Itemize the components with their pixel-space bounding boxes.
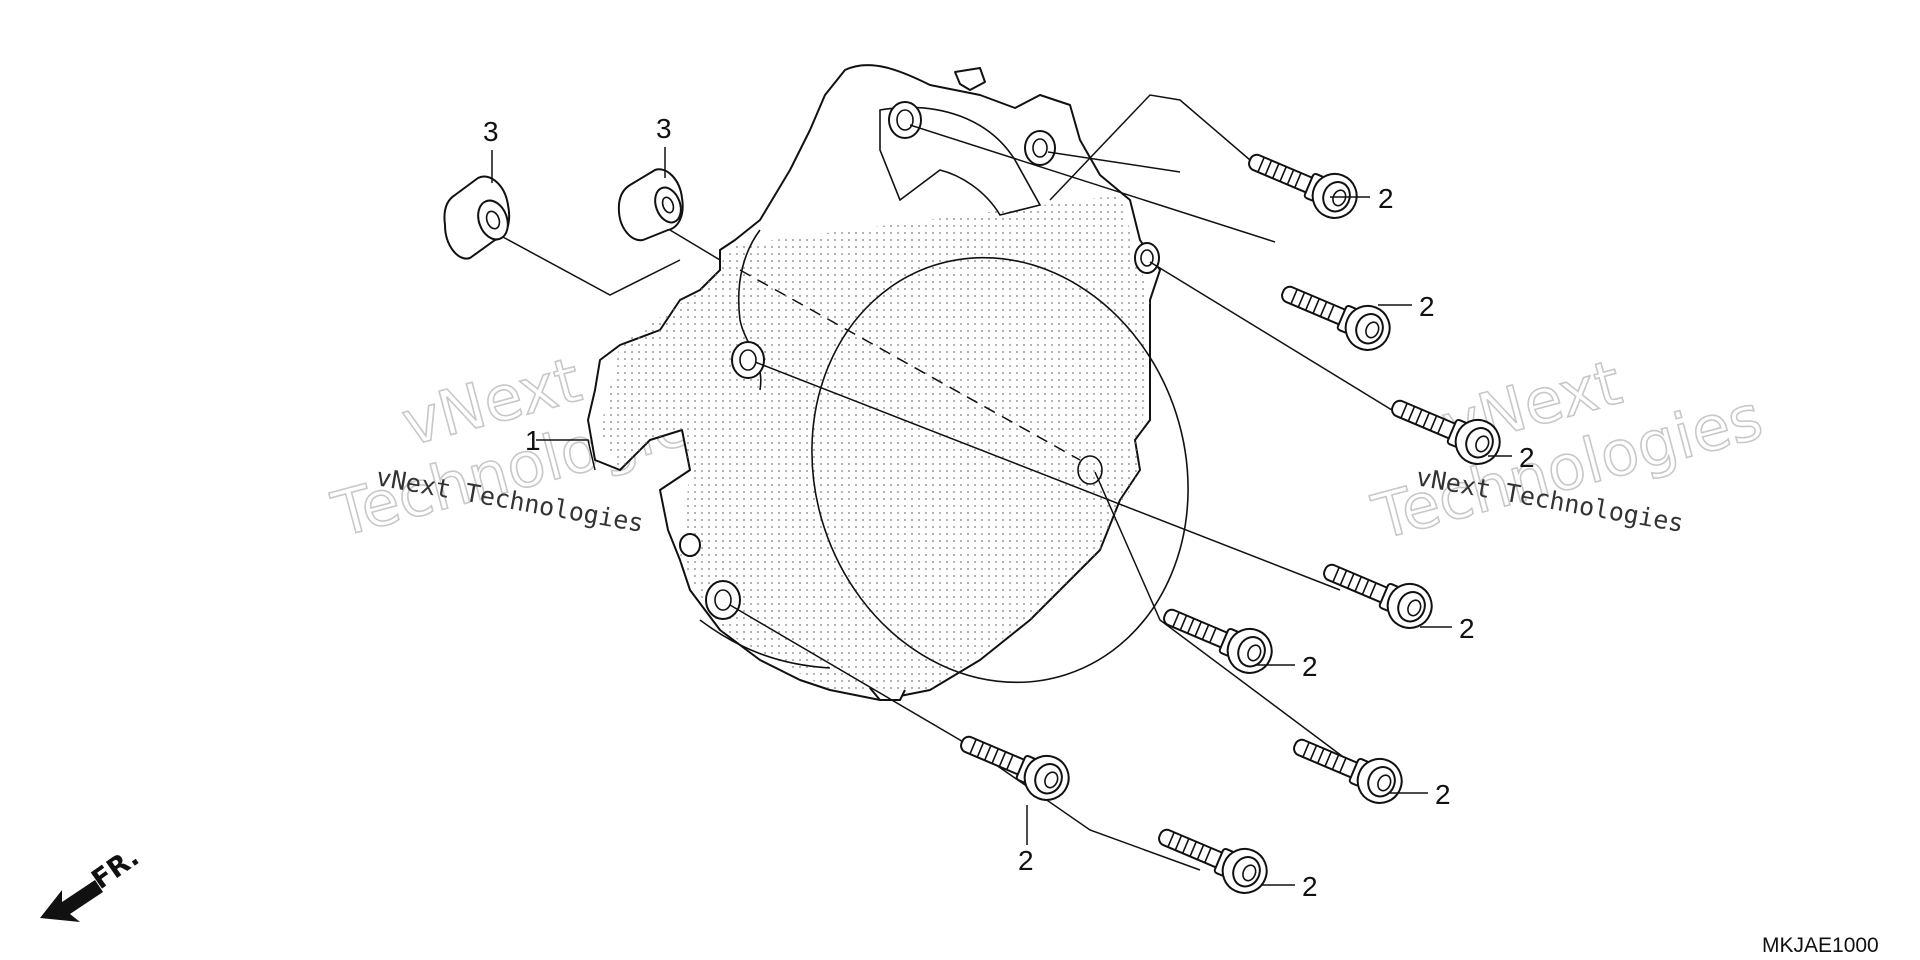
callout-bolt-7: 2 xyxy=(1018,845,1034,876)
bolt-2 xyxy=(1273,270,1398,358)
callout-leaders xyxy=(491,147,1512,886)
bolt-7 xyxy=(952,720,1077,808)
callout-bolt-3: 2 xyxy=(1519,442,1535,473)
callout-bolt-8: 2 xyxy=(1302,871,1318,902)
bolt-6 xyxy=(1285,723,1410,811)
leader-lines xyxy=(489,94,1406,871)
bolt-4 xyxy=(1315,548,1440,636)
diagram-code: MKJAE1000 xyxy=(1762,934,1879,957)
bolt-1 xyxy=(1240,138,1365,226)
callout-cover: 1 xyxy=(525,425,541,456)
callout-dowel-1: 3 xyxy=(483,116,499,147)
callout-bolt-6: 2 xyxy=(1435,779,1451,810)
dowel-2 xyxy=(617,168,684,242)
bolt-8 xyxy=(1150,813,1275,901)
callout-bolt-4: 2 xyxy=(1459,613,1475,644)
callout-bolt-5: 2 xyxy=(1302,651,1318,682)
watermark-right: vNext Technologies xyxy=(1364,345,1770,555)
bolt-5 xyxy=(1155,593,1280,681)
callout-bolt-1: 2 xyxy=(1378,183,1394,214)
callout-dowel-2: 3 xyxy=(656,113,672,144)
front-direction-indicator: FR. xyxy=(40,842,145,922)
side-cover xyxy=(587,64,1189,701)
front-arrow-icon xyxy=(40,880,103,922)
callout-bolt-2: 2 xyxy=(1419,291,1435,322)
dowel-1 xyxy=(443,175,511,260)
